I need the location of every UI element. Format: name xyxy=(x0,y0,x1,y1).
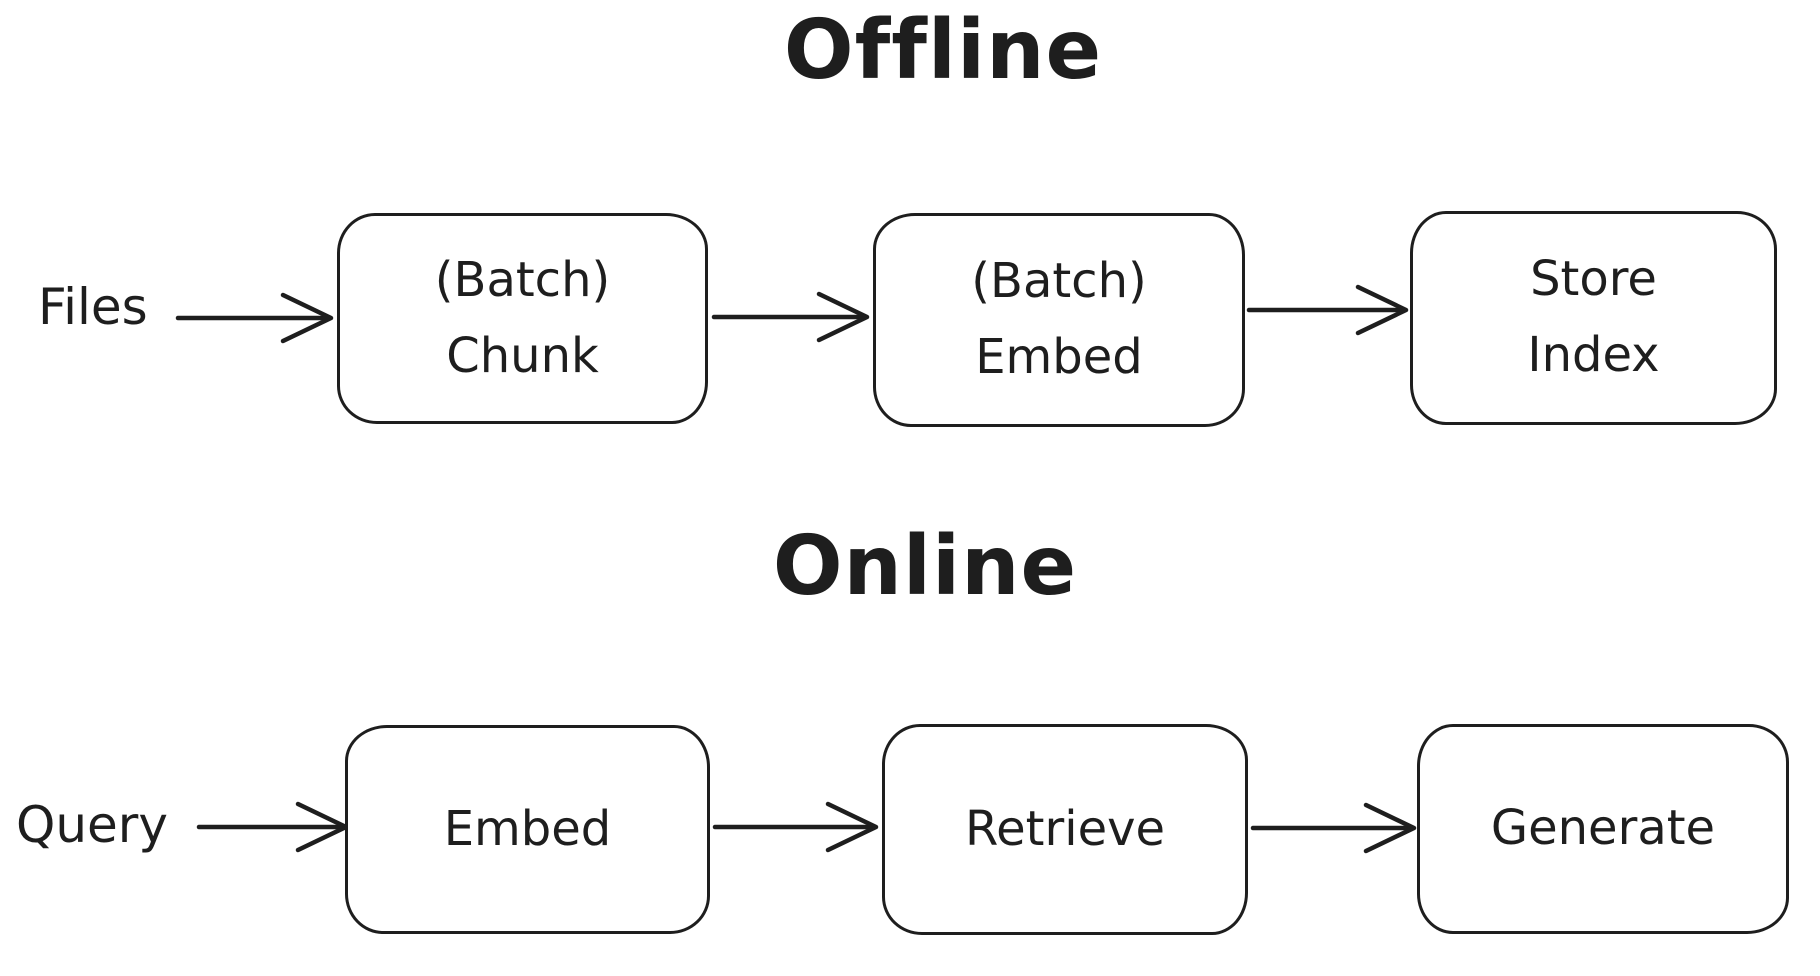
node-retrieve-label: Retrieve xyxy=(964,800,1166,857)
node-generate: Generate xyxy=(1417,724,1789,934)
files-label: Files xyxy=(38,278,148,336)
node-retrieve: Retrieve xyxy=(882,724,1248,935)
node-batch-chunk-line1: (Batch) xyxy=(434,251,611,308)
arrow-embed-to-retrieve xyxy=(712,801,879,853)
node-batch-chunk: (Batch) Chunk xyxy=(337,213,708,424)
node-batch-embed: (Batch) Embed xyxy=(873,213,1245,427)
node-batch-embed-line1: (Batch) xyxy=(971,253,1147,310)
node-online-embed: Embed xyxy=(345,725,710,934)
section-title-offline: Offline xyxy=(783,3,1103,98)
arrow-query-to-embed xyxy=(196,801,349,853)
arrow-chunk-to-embed xyxy=(711,291,870,343)
node-store-index-line2: Index xyxy=(1527,327,1660,383)
section-title-online: Online xyxy=(772,519,1078,614)
node-batch-embed-line2: Embed xyxy=(975,329,1143,385)
node-store-index: Store Index xyxy=(1410,211,1777,425)
node-store-index-line1: Store xyxy=(1530,251,1657,308)
node-generate-label: Generate xyxy=(1490,800,1716,857)
query-label: Query xyxy=(16,796,168,854)
arrow-embed-to-store xyxy=(1246,284,1409,336)
arrow-files-to-chunk xyxy=(175,292,334,344)
node-online-embed-label: Embed xyxy=(443,800,612,857)
node-batch-chunk-line2: Chunk xyxy=(446,327,599,384)
arrow-retrieve-to-generate xyxy=(1250,802,1417,854)
